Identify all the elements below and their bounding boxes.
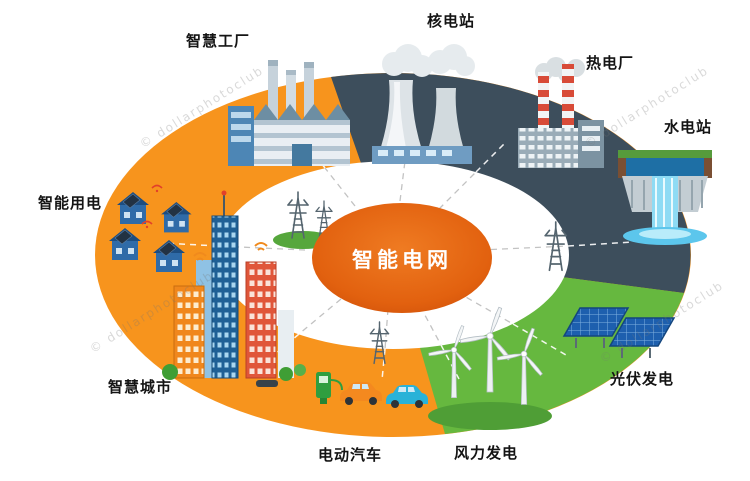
nuclear-plant-illustration [372, 44, 475, 164]
label-smart-city: 智慧城市 [108, 378, 173, 396]
hydro-station-illustration [618, 150, 712, 245]
pv-power-illustration [562, 307, 676, 358]
center-ellipse [312, 203, 492, 313]
label-smart-electricity: 智能用电 [38, 194, 103, 212]
smart-electricity-illustration [108, 184, 193, 273]
label-smart-factory: 智慧工厂 [186, 32, 251, 50]
label-hydro-station: 水电站 [664, 118, 713, 136]
thermal-plant-illustration [518, 57, 604, 168]
center-label: 智能电网 [352, 248, 452, 272]
label-pv-power: 光伏发电 [610, 370, 675, 388]
label-wind-power: 风力发电 [454, 444, 519, 462]
label-nuclear-plant: 核电站 [427, 12, 476, 30]
smart-city-illustration [162, 190, 306, 387]
label-electric-vehicle: 电动汽车 [318, 446, 383, 464]
wind-power-illustration [428, 306, 552, 430]
smart-factory-illustration [228, 60, 350, 166]
label-thermal-plant: 热电厂 [586, 54, 635, 72]
ev-illustration [316, 372, 428, 408]
